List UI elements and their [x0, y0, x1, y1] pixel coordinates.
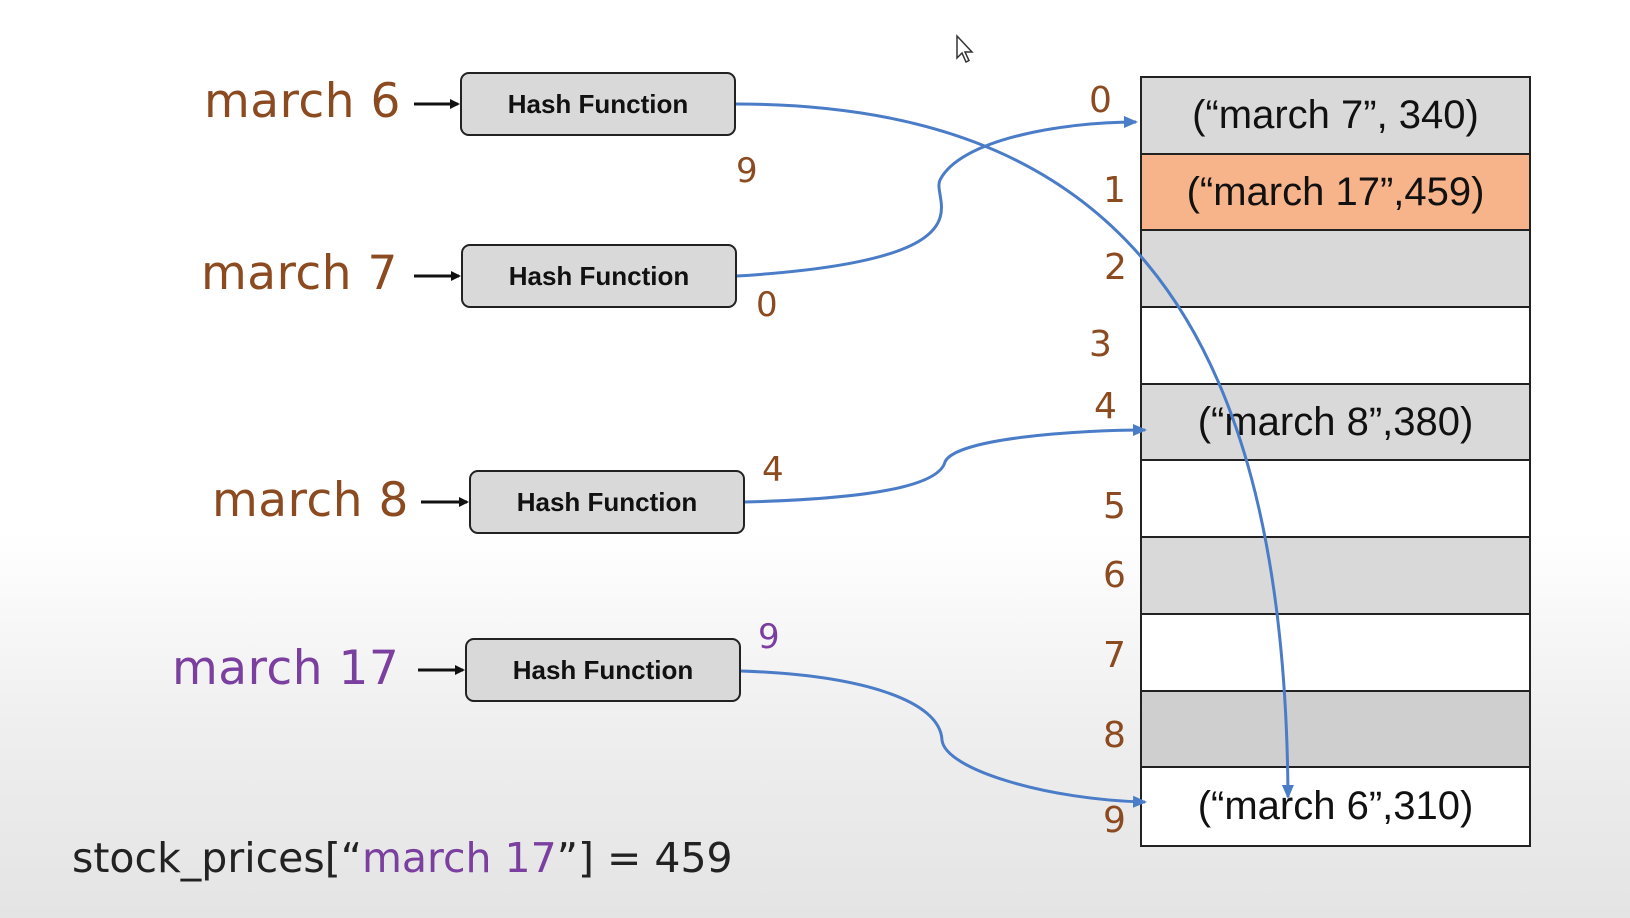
key-march-7: march 7: [201, 246, 398, 301]
hash-output-4: 9: [758, 617, 780, 657]
lookup-expression-prefix: stock_prices[“: [72, 834, 362, 882]
index-label-1: 1: [1103, 170, 1126, 211]
table-cell-1: (“march 17”,459): [1142, 154, 1529, 232]
hash-output-2: 0: [756, 285, 778, 325]
table-cell-4: (“march 8”,380): [1142, 384, 1529, 462]
hash-function-box-4: Hash Function: [465, 638, 741, 702]
hash-output-3: 4: [762, 450, 784, 490]
hash-function-box-2: Hash Function: [461, 244, 737, 308]
hash-output-1: 9: [736, 151, 758, 191]
key-march-17: march 17: [172, 641, 400, 696]
mouse-pointer-icon: [956, 34, 974, 64]
hash-table: (“march 7”, 340) (“march 17”,459) (“marc…: [1140, 76, 1531, 847]
table-cell-2: [1142, 231, 1529, 309]
table-cell-3: [1142, 308, 1529, 385]
lookup-expression: stock_prices[“march 17”] = 459: [72, 834, 733, 882]
index-label-5: 5: [1103, 486, 1126, 527]
index-label-4: 4: [1094, 386, 1117, 427]
table-cell-6: [1142, 538, 1529, 615]
lookup-expression-suffix: ”] = 459: [556, 834, 733, 882]
index-label-3: 3: [1089, 324, 1112, 365]
index-label-7: 7: [1103, 635, 1126, 676]
lookup-expression-key: march 17: [361, 834, 557, 882]
table-cell-0: (“march 7”, 340): [1142, 78, 1529, 155]
map-arrow-march-6: [735, 102, 1294, 799]
index-label-9: 9: [1103, 800, 1126, 841]
map-arrow-march-8: [744, 424, 1147, 504]
table-cell-9: (“march 6”,310): [1142, 768, 1529, 845]
map-arrow-march-7: [736, 116, 1138, 278]
index-label-8: 8: [1103, 715, 1126, 756]
key-march-6: march 6: [204, 74, 401, 129]
index-label-0: 0: [1089, 80, 1112, 121]
index-label-2: 2: [1104, 247, 1127, 288]
table-cell-5: [1142, 461, 1529, 539]
table-cell-8: [1142, 691, 1529, 769]
map-arrow-march-17: [740, 669, 1147, 808]
key-march-8: march 8: [212, 473, 409, 528]
hash-function-box-3: Hash Function: [469, 470, 745, 534]
index-label-6: 6: [1103, 555, 1126, 596]
table-cell-7: [1142, 614, 1529, 692]
hash-function-box-1: Hash Function: [460, 72, 736, 136]
